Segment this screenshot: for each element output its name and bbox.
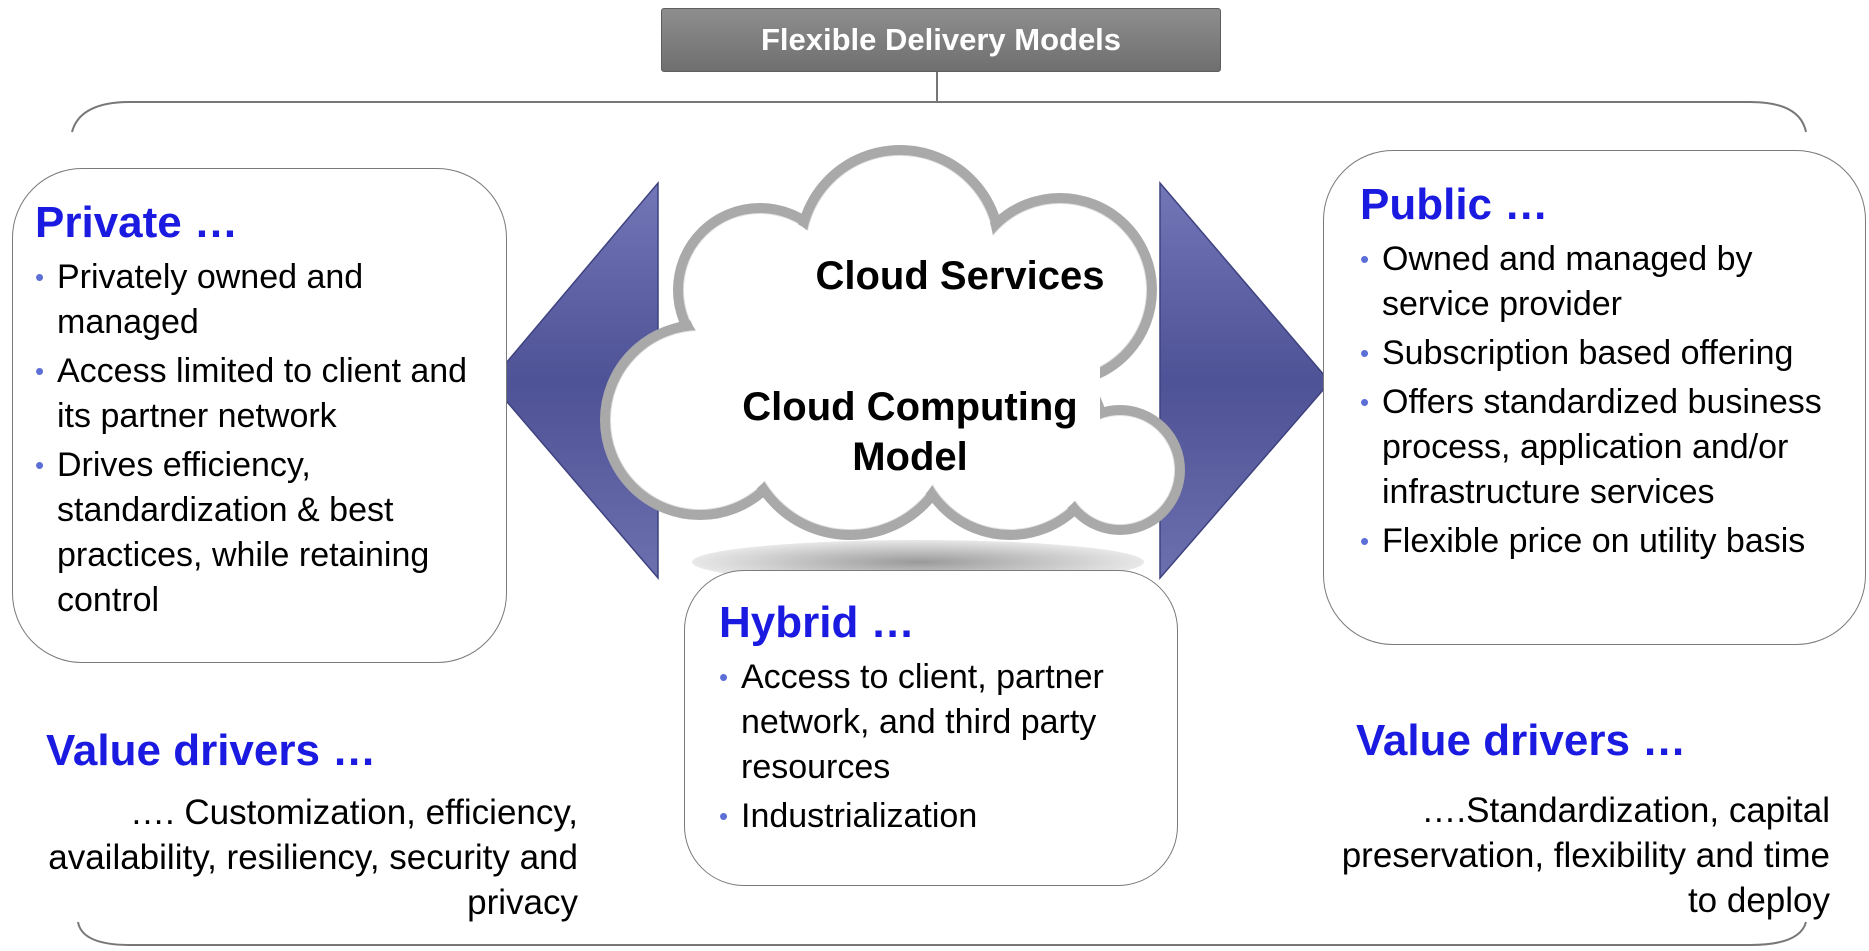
value-drivers-left-heading: Value drivers … bbox=[46, 726, 377, 775]
list-item: •Owned and managed by service provider bbox=[1360, 240, 1753, 323]
hybrid-heading: Hybrid … bbox=[719, 598, 915, 647]
list-item: •Subscription based offering bbox=[1360, 334, 1794, 372]
public-panel: Public … •Owned and managed by service p… bbox=[1323, 150, 1866, 645]
list-item: •Access to client, partner network, and … bbox=[719, 658, 1104, 786]
cloud-computing-model-label: Cloud Computing Model bbox=[742, 385, 1078, 479]
list-item: •Flexible price on utility basis bbox=[1360, 522, 1806, 560]
top-bracket bbox=[71, 101, 1807, 133]
hybrid-list: •Access to client, partner network, and … bbox=[719, 655, 1153, 839]
cloud-services-label: Cloud Services bbox=[815, 254, 1105, 298]
list-item: •Drives efficiency, standardization & be… bbox=[35, 446, 430, 619]
public-heading: Public … bbox=[1360, 180, 1549, 229]
value-drivers-right-text: ….Standardization, capital preservation,… bbox=[1341, 791, 1830, 920]
flexible-delivery-models-title: Flexible Delivery Models bbox=[661, 8, 1221, 72]
public-list: •Owned and managed by service provider •… bbox=[1360, 237, 1845, 564]
bottom-bracket bbox=[77, 921, 1807, 946]
hybrid-panel: Hybrid … •Access to client, partner netw… bbox=[684, 570, 1178, 886]
value-drivers-left-text: …. Customization, efficiency, availabili… bbox=[48, 793, 578, 922]
private-list: •Privately owned and managed •Access lim… bbox=[35, 255, 484, 623]
list-item: •Offers standardized business process, a… bbox=[1360, 383, 1822, 511]
private-heading: Private … bbox=[35, 198, 238, 247]
list-item: •Industrialization bbox=[719, 797, 978, 835]
list-item: •Privately owned and managed bbox=[35, 258, 364, 341]
list-item: •Access limited to client and its partne… bbox=[35, 352, 468, 435]
value-drivers-right-heading: Value drivers … bbox=[1356, 716, 1687, 765]
right-arrow-shape bbox=[1159, 180, 1331, 581]
private-panel: Private … •Privately owned and managed •… bbox=[12, 168, 507, 663]
